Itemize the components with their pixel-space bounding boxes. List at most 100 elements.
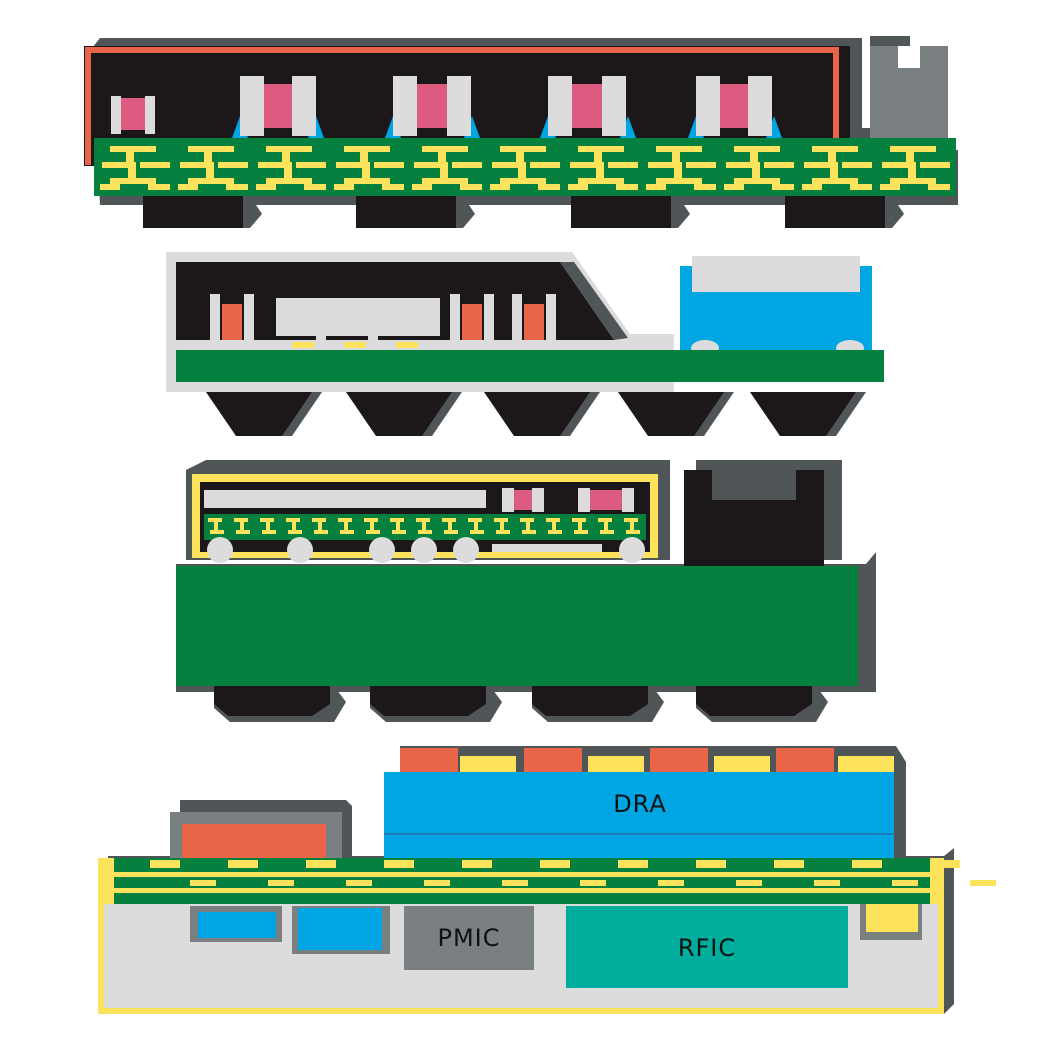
module-2-substrate [176, 350, 884, 382]
trace [188, 146, 234, 152]
trace [814, 880, 840, 886]
trace [496, 530, 510, 534]
ic-chip [276, 298, 440, 348]
capacitor [578, 488, 634, 512]
trace [100, 184, 120, 190]
trace [214, 522, 218, 530]
trace [204, 152, 212, 162]
trace [658, 880, 684, 886]
trace [210, 530, 224, 534]
trace [500, 178, 546, 184]
trace [598, 518, 612, 522]
module-1-small-component-pad-right [145, 96, 155, 134]
trace [336, 162, 370, 168]
module-3 [176, 460, 876, 722]
trace [750, 152, 758, 162]
trace [500, 146, 546, 152]
trace [726, 162, 760, 168]
trace [906, 152, 914, 162]
trace [226, 184, 248, 190]
trace [438, 152, 446, 162]
trace [218, 162, 248, 168]
trace [842, 162, 872, 168]
trace [752, 168, 760, 178]
trace [774, 860, 804, 868]
trace [580, 880, 606, 886]
capacitor [688, 76, 782, 138]
trace [268, 880, 294, 886]
module-1-connector-shadow [870, 36, 910, 46]
trace [312, 518, 326, 522]
trace [422, 146, 468, 152]
module-3-lands [214, 686, 828, 722]
trace [518, 168, 526, 178]
capacitor [502, 488, 544, 512]
trace [522, 530, 536, 534]
trace [850, 184, 872, 190]
trace [526, 522, 530, 530]
trace [852, 860, 882, 868]
module-3-solder-balls [207, 537, 645, 563]
trace [344, 522, 348, 530]
module-1-components [232, 76, 782, 138]
module-2-antenna-top [692, 256, 860, 292]
trace [266, 146, 312, 152]
trace [812, 146, 858, 152]
resistor [512, 294, 556, 350]
trace [552, 522, 556, 530]
trace [344, 146, 390, 152]
trace [890, 146, 936, 152]
trace [318, 522, 322, 530]
trace [126, 152, 134, 162]
module-2-lands [206, 392, 866, 436]
module-1-trace-pattern [100, 146, 950, 190]
module-4-trace-pattern [150, 860, 996, 886]
trace [370, 522, 374, 530]
module-1-shield-outline [85, 47, 839, 165]
trace [260, 518, 274, 522]
capacitor [232, 76, 324, 138]
trace [624, 518, 638, 522]
trace [474, 522, 478, 530]
trace [340, 530, 354, 534]
trace [102, 162, 136, 168]
trace [618, 860, 648, 868]
trace [362, 168, 370, 178]
trace [334, 184, 354, 190]
trace [288, 530, 302, 534]
capacitor [540, 76, 636, 138]
trace [468, 518, 482, 522]
trace [578, 522, 582, 530]
trace [452, 162, 482, 168]
trace [448, 522, 452, 530]
trace [538, 184, 560, 190]
shield-can-fill [182, 824, 326, 858]
trace [296, 162, 326, 168]
trace [286, 518, 300, 522]
module-3-substrate [176, 566, 858, 686]
solder-ball [453, 537, 479, 563]
trace [234, 518, 248, 522]
trace [890, 178, 936, 184]
module-1-lands [143, 196, 904, 228]
pmic-label: PMIC [437, 924, 500, 952]
trace [494, 518, 508, 522]
trace [422, 178, 468, 184]
module-2 [166, 252, 884, 436]
trace [908, 168, 916, 178]
trace [734, 146, 780, 152]
trace [258, 162, 292, 168]
trace [150, 860, 180, 868]
dra-block [384, 772, 894, 858]
trace [236, 530, 250, 534]
trace [546, 518, 560, 522]
trace [578, 178, 624, 184]
trace [374, 162, 404, 168]
trace [570, 162, 604, 168]
trace [604, 522, 608, 530]
trace [306, 860, 336, 868]
trace [672, 152, 680, 162]
trace [444, 530, 458, 534]
trace [568, 184, 588, 190]
trace [616, 184, 638, 190]
